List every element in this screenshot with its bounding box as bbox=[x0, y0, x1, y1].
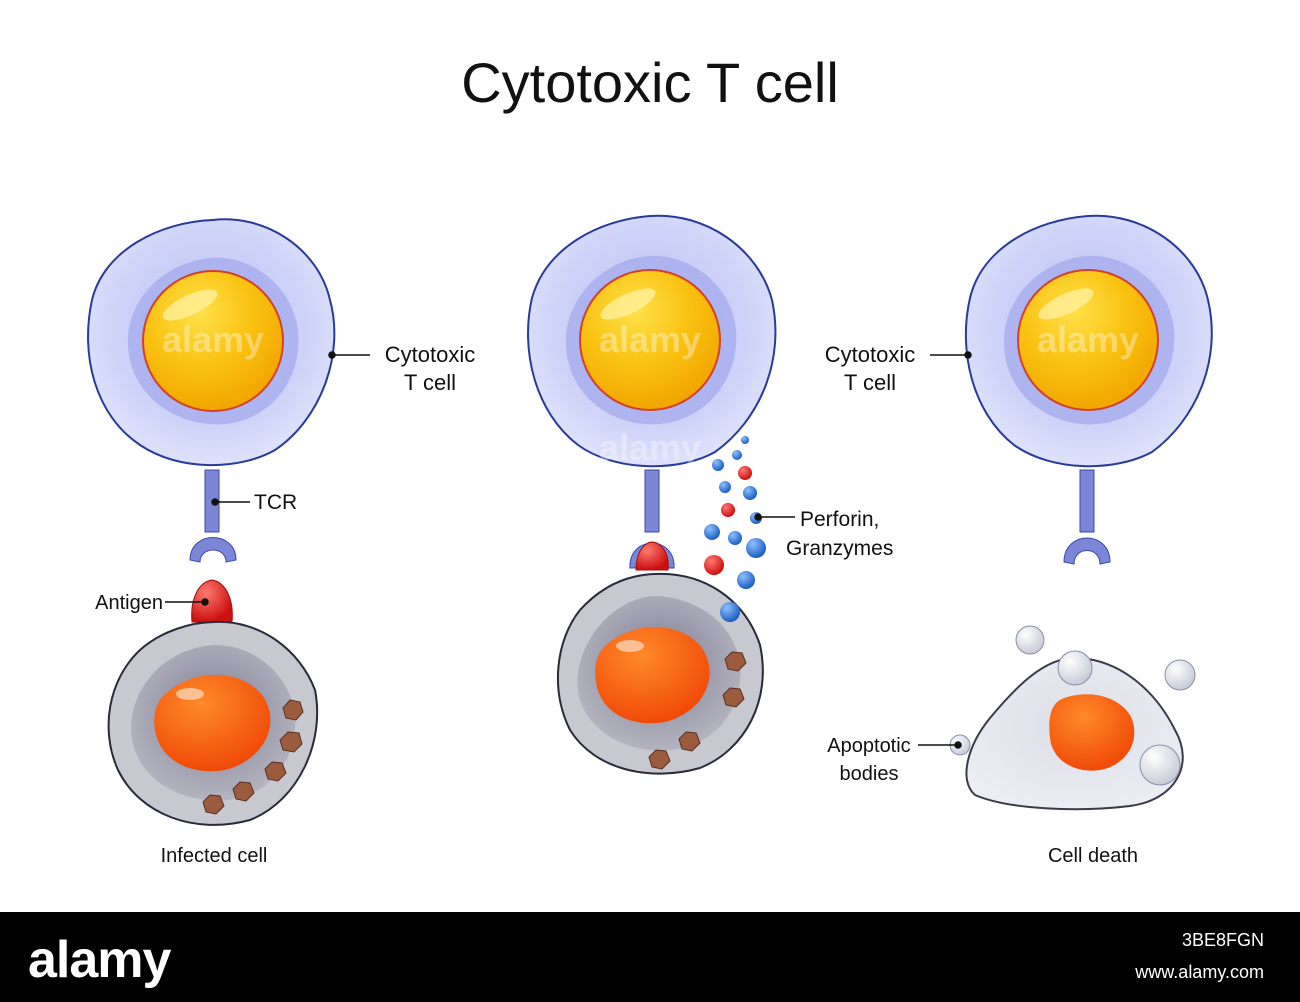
alamy-logo: alamy bbox=[28, 931, 171, 989]
t-cell-middle bbox=[527, 214, 777, 571]
apoptotic-body bbox=[1015, 625, 1045, 655]
apoptotic-body bbox=[1057, 650, 1093, 686]
tcr-receptor bbox=[644, 469, 660, 533]
infected-cell bbox=[107, 620, 319, 826]
virus-particle bbox=[648, 749, 671, 770]
t-cell-right bbox=[964, 214, 1213, 565]
perforin-granzymes bbox=[704, 436, 766, 622]
virus-particle bbox=[264, 761, 287, 782]
label-tcr: TCR bbox=[254, 491, 297, 514]
leader-lines bbox=[165, 351, 972, 749]
apoptotic-body bbox=[1164, 659, 1196, 691]
virus-particle bbox=[678, 731, 701, 752]
site-url: www.alamy.com bbox=[1135, 962, 1264, 982]
label-cytotoxic-right-1: Cytotoxic bbox=[825, 342, 915, 367]
label-cell-death: Cell death bbox=[1048, 845, 1138, 867]
svg-text:alamy: alamy bbox=[599, 319, 701, 360]
diagram-title: Cytotoxic T cell bbox=[461, 51, 839, 114]
label-perforin-2: Granzymes bbox=[786, 537, 893, 560]
virus-particle bbox=[202, 794, 225, 815]
infected-cell-middle bbox=[556, 572, 764, 775]
dead-cell bbox=[949, 625, 1196, 811]
virus-particle bbox=[282, 699, 304, 721]
image-id: 3BE8FGN bbox=[1181, 930, 1264, 950]
virus-particle bbox=[279, 731, 303, 753]
virus-particle bbox=[722, 687, 745, 708]
svg-text:alamy: alamy bbox=[162, 319, 264, 360]
label-cytotoxic-left-1: Cytotoxic bbox=[385, 342, 475, 367]
label-infected-cell: Infected cell bbox=[161, 845, 268, 867]
footer-bar: alamy 3BE8FGN www.alamy.com bbox=[0, 912, 1300, 1002]
watermark: alamy alamy alamy alamy bbox=[162, 319, 1139, 468]
virus-particle bbox=[724, 651, 747, 672]
dead-cell-nucleus bbox=[1049, 694, 1135, 771]
svg-text:alamy: alamy bbox=[1037, 319, 1139, 360]
antigen bbox=[635, 541, 669, 571]
svg-text:alamy: alamy bbox=[599, 427, 701, 468]
label-cytotoxic-left-2: T cell bbox=[404, 370, 456, 395]
label-cytotoxic-right-2: T cell bbox=[844, 370, 896, 395]
label-apoptotic-2: bodies bbox=[840, 763, 899, 785]
label-antigen: Antigen bbox=[95, 592, 163, 614]
tcr-receptor bbox=[1079, 469, 1095, 533]
label-perforin-1: Perforin, bbox=[800, 508, 879, 531]
label-apoptotic-1: Apoptotic bbox=[827, 735, 910, 757]
t-cell-left bbox=[87, 218, 336, 563]
apoptotic-body bbox=[1139, 744, 1181, 786]
antigen bbox=[191, 579, 233, 623]
virus-particle bbox=[232, 781, 255, 802]
